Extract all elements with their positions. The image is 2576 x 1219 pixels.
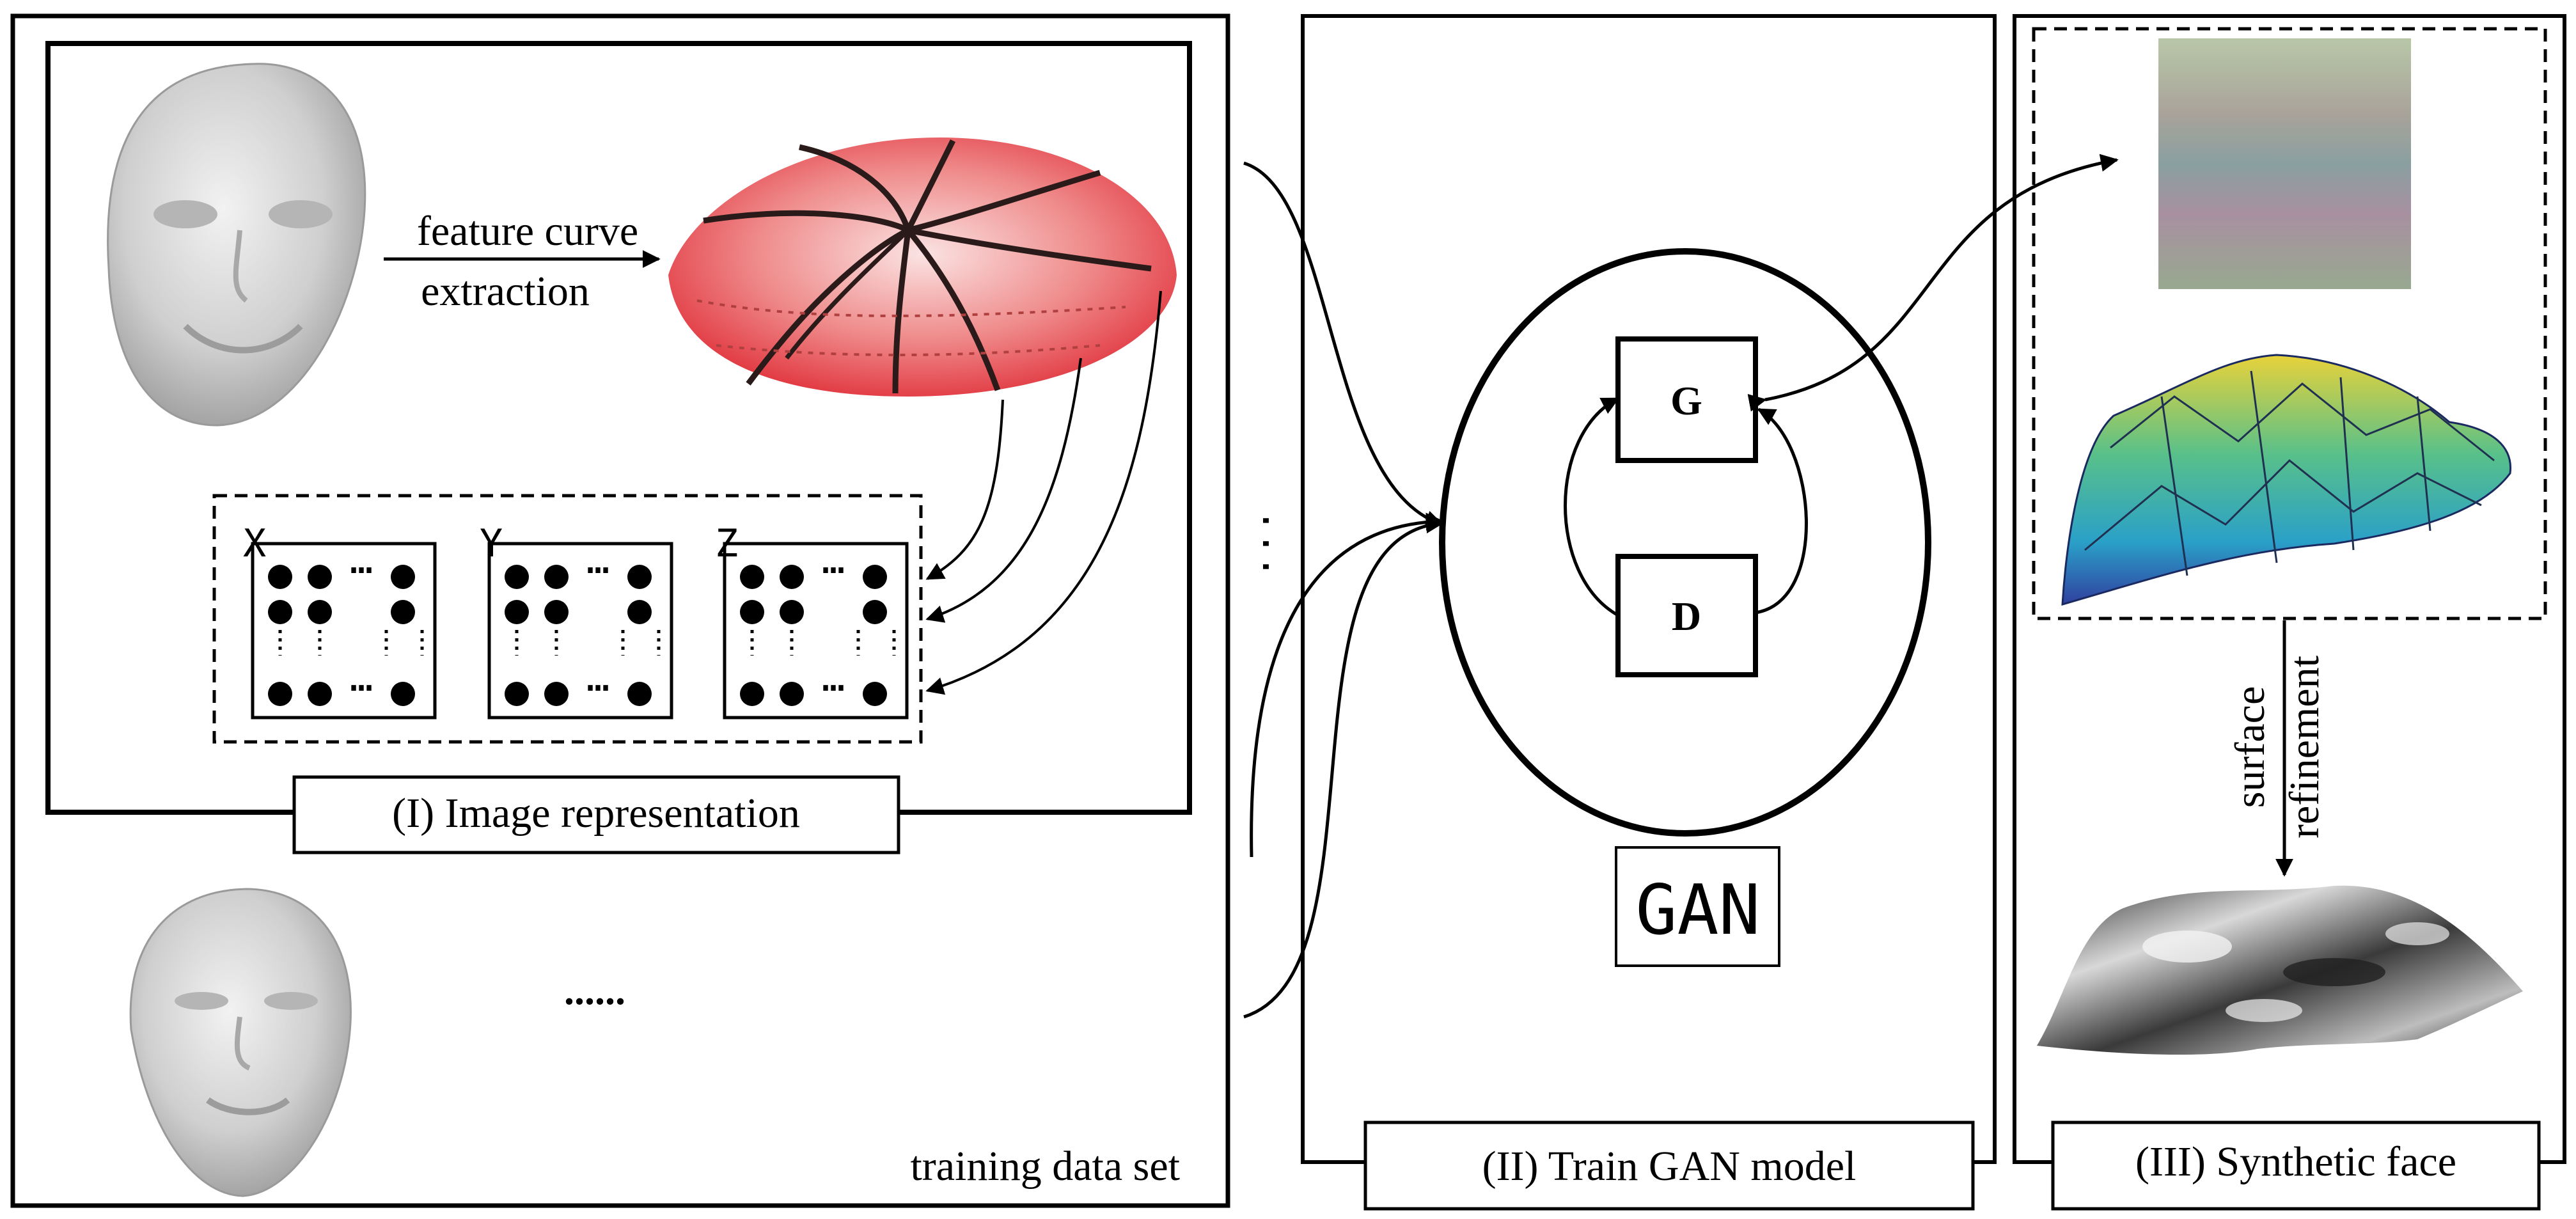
svg-text:…: … (822, 538, 845, 583)
generator-box (1615, 336, 1758, 463)
svg-text:…: … (350, 656, 373, 700)
mesh-surface-icon (2061, 354, 2512, 606)
curve-cloud-icon (668, 138, 1177, 397)
svg-text:…: … (350, 538, 373, 583)
svg-text:…: … (822, 656, 845, 700)
image-representation-label-box (292, 775, 900, 854)
panel-training-data-frame (10, 13, 1230, 1208)
feature-curve-label: feature curve (417, 208, 638, 255)
synthetic-face-label-box (2051, 1121, 2541, 1211)
g-to-d-arrow (1755, 407, 1808, 615)
matrix-x-label: X (243, 521, 266, 566)
gan-circle (1439, 248, 1931, 837)
image-representation-label: (I) Image representation (392, 790, 800, 837)
train-gan-label: (II) Train GAN model (1482, 1143, 1857, 1190)
panel-synthetic-face: surface refinement (III) Synthetic face (2013, 14, 2566, 1211)
face-scan-icon (107, 63, 366, 427)
generator-to-output-arrow (1747, 153, 2119, 412)
discriminator-box (1615, 554, 1758, 677)
matrix-z: Z … … (715, 521, 909, 720)
refinement-label: refinement (2281, 656, 2328, 838)
discriminator-label: D (1672, 594, 1701, 639)
matrix-y-label: Y (480, 521, 503, 566)
data-to-gan-arrow-2 (1250, 512, 1444, 858)
refined-surface-icon (2037, 885, 2523, 1055)
matrix-z-label: Z (715, 521, 738, 566)
side-ellipsis: ... (1253, 509, 1298, 578)
synthetic-face-label: (III) Synthetic face (2135, 1138, 2456, 1185)
more-samples-ellipsis: ...... (564, 968, 625, 1013)
svg-text:…: … (586, 656, 609, 700)
generated-output-box (2032, 27, 2547, 620)
matrix-y: Y … … (480, 521, 673, 720)
cloud-to-matrix-arrow-2 (925, 358, 1082, 623)
panel-gan-model: G D GAN (II) Train GAN model (1301, 14, 1997, 1211)
train-gan-label-box (1363, 1121, 1975, 1211)
generator-label: G (1670, 378, 1702, 423)
gan-label-box (1615, 846, 1780, 967)
face-scan-icon-2 (129, 888, 352, 1197)
svg-text:…: … (586, 538, 609, 583)
d-to-g-arrow (1564, 397, 1620, 617)
matrix-group-box (212, 494, 923, 744)
surface-label: surface (2227, 686, 2274, 808)
cloud-to-matrix-arrow-3 (925, 290, 1162, 695)
panel-training-data: feature curve extraction X (10, 13, 1298, 1208)
training-data-set-label: training data set (910, 1143, 1180, 1190)
matrix-x: X … … (243, 521, 437, 720)
cloud-to-matrix-arrow-1 (925, 399, 1004, 580)
texture-image-icon (2158, 38, 2411, 289)
gan-label: GAN (1635, 870, 1760, 950)
extraction-label: extraction (421, 268, 590, 315)
data-to-gan-arrow-1 (1243, 161, 1444, 528)
data-to-gan-arrow-3 (1243, 515, 1444, 1019)
